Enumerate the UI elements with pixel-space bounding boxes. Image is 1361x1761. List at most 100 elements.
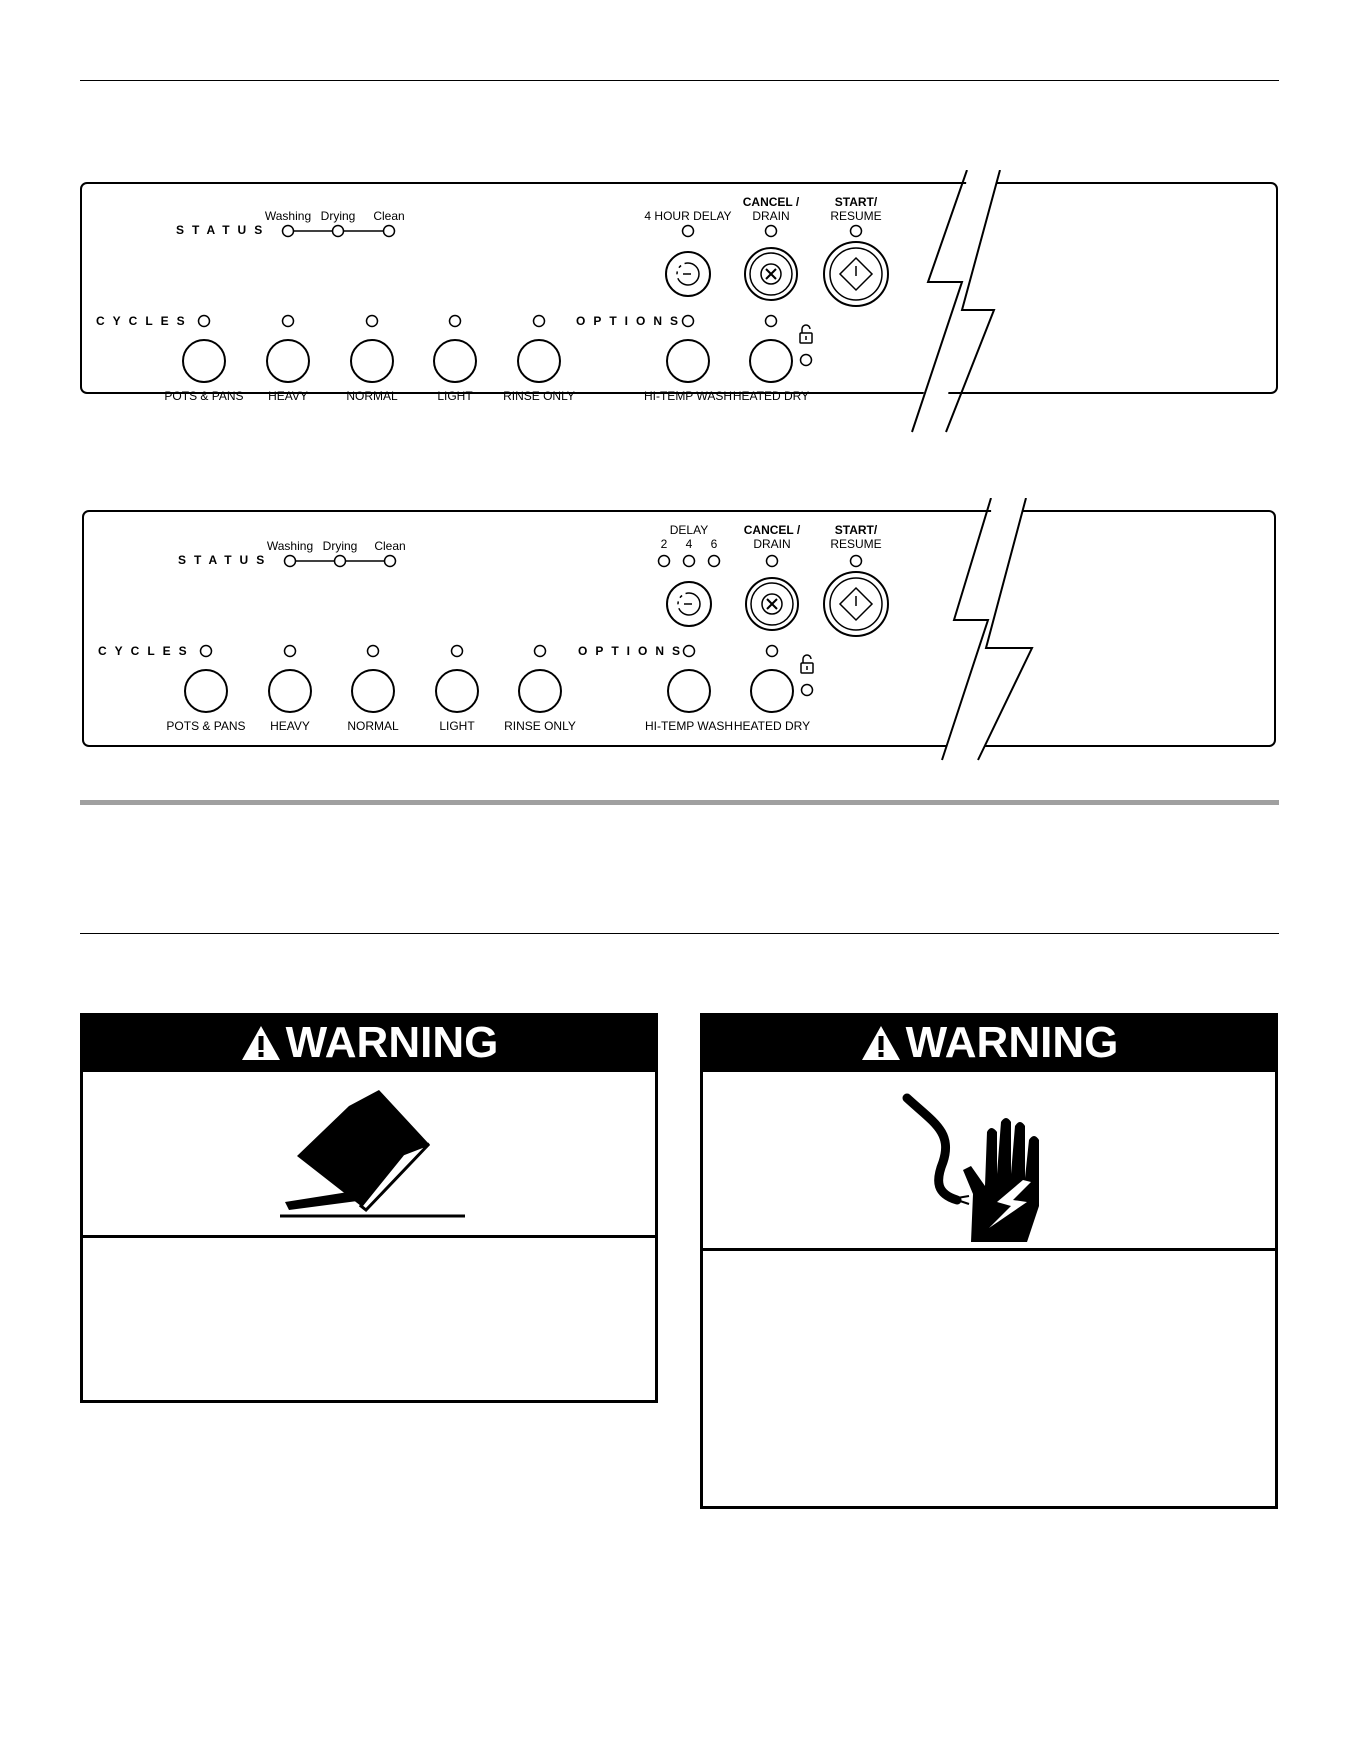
- svg-text:POTS & PANS: POTS & PANS: [164, 389, 243, 403]
- delay-label: 4 HOUR DELAY: [644, 209, 731, 223]
- svg-text:LIGHT: LIGHT: [437, 389, 473, 403]
- cycle-rinse-only[interactable]: RINSE ONLY: [503, 314, 575, 404]
- cancel-x-icon: [760, 263, 782, 285]
- option-heated-dry[interactable]: HEATED DRY: [734, 644, 810, 734]
- drain-label: DRAIN: [752, 209, 789, 223]
- svg-text:Drying: Drying: [321, 209, 356, 223]
- status-light-washing: Washing: [267, 539, 313, 568]
- warning-header: WARNING: [80, 1013, 658, 1072]
- start-label: START/: [835, 523, 878, 537]
- cycle-heavy[interactable]: HEAVY: [266, 314, 310, 404]
- warning-tip-over: WARNING: [80, 1013, 658, 1403]
- delay-hour-2: 2: [657, 537, 671, 568]
- svg-text:RINSE ONLY: RINSE ONLY: [503, 389, 575, 403]
- svg-text:Drying: Drying: [323, 539, 358, 553]
- svg-text:HEATED DRY: HEATED DRY: [734, 719, 810, 733]
- svg-text:4: 4: [686, 537, 693, 551]
- start-resume-button[interactable]: [823, 571, 889, 637]
- cycle-heavy[interactable]: HEAVY: [268, 644, 312, 734]
- options-label: OPTIONS: [578, 644, 688, 658]
- option-hi-temp-wash[interactable]: HI-TEMP WASH: [645, 644, 733, 734]
- cycle-normal[interactable]: NORMAL: [347, 644, 399, 734]
- break-line-left: [911, 170, 968, 433]
- svg-text:NORMAL: NORMAL: [346, 389, 398, 403]
- svg-text:Clean: Clean: [374, 539, 405, 553]
- warning-separator: [83, 1235, 655, 1238]
- lock-icon: [800, 654, 814, 674]
- break-line-right: [945, 170, 1001, 433]
- status-light-drying: Drying: [321, 209, 356, 238]
- lock-light: [799, 353, 813, 367]
- svg-text:HI-TEMP WASH: HI-TEMP WASH: [644, 389, 732, 403]
- warning-triangle-icon: [241, 1025, 280, 1060]
- svg-text:6: 6: [711, 537, 718, 551]
- lock-icon: [799, 324, 813, 344]
- start-label: START/: [835, 195, 878, 209]
- resume-label: RESUME: [830, 209, 881, 223]
- cycle-light[interactable]: LIGHT: [433, 314, 477, 404]
- warning-electrical-shock: WARNING: [700, 1013, 1278, 1509]
- delay-light: [681, 224, 695, 238]
- start-light: [849, 554, 863, 568]
- delay-hour-4: 4: [682, 537, 696, 568]
- svg-text:HEATED DRY: HEATED DRY: [733, 389, 809, 403]
- delay-button[interactable]: [666, 581, 712, 627]
- cycles-label: CYCLES: [98, 644, 195, 658]
- svg-text:2: 2: [661, 537, 668, 551]
- status-light-washing: Washing: [265, 209, 311, 238]
- options-label: OPTIONS: [576, 314, 686, 328]
- start-diamond-icon: [838, 586, 874, 622]
- svg-text:HEAVY: HEAVY: [268, 389, 308, 403]
- option-hi-temp-wash[interactable]: HI-TEMP WASH: [644, 314, 732, 404]
- svg-text:HEAVY: HEAVY: [270, 719, 310, 733]
- cycle-pots-pans[interactable]: POTS & PANS: [164, 314, 244, 404]
- status-light-drying: Drying: [323, 539, 358, 568]
- option-heated-dry[interactable]: HEATED DRY: [733, 314, 809, 404]
- panel-outline: [82, 510, 1276, 747]
- cancel-label: CANCEL /: [744, 523, 801, 537]
- cancel-x-icon: [761, 593, 783, 615]
- break-line-right: [977, 498, 1034, 761]
- svg-text:HI-TEMP WASH: HI-TEMP WASH: [645, 719, 733, 733]
- control-panel-1: STATUS Washing Drying Clean 4 HOUR DELAY…: [80, 170, 1278, 433]
- cycle-pots-pans[interactable]: POTS & PANS: [166, 644, 246, 734]
- status-label: STATUS: [178, 553, 272, 567]
- cycle-light[interactable]: LIGHT: [435, 644, 479, 734]
- cycles-label: CYCLES: [96, 314, 193, 328]
- warning-separator: [703, 1248, 1275, 1251]
- warning-title: WARNING: [285, 1017, 499, 1067]
- status-label: STATUS: [176, 223, 270, 237]
- svg-text:NORMAL: NORMAL: [347, 719, 399, 733]
- section-rule: [80, 933, 1279, 934]
- delay-label: DELAY: [670, 523, 708, 537]
- svg-text:Washing: Washing: [265, 209, 311, 223]
- status-light-clean: Clean: [373, 209, 405, 238]
- electrical-shock-icon: [902, 1093, 1039, 1242]
- control-panel-2: STATUS Washing Drying Clean DELAY 2 4 6 …: [82, 498, 1276, 761]
- warning-triangle-icon: [861, 1025, 900, 1060]
- top-rule: [80, 80, 1279, 81]
- cancel-light: [764, 224, 778, 238]
- start-light: [849, 224, 863, 238]
- cancel-drain-button[interactable]: [745, 577, 799, 631]
- delay-button[interactable]: [665, 251, 711, 297]
- status-light-clean: Clean: [374, 539, 406, 568]
- start-diamond-icon: [838, 256, 874, 292]
- start-resume-button[interactable]: [823, 241, 889, 307]
- lock-light: [800, 683, 814, 697]
- cycle-rinse-only[interactable]: RINSE ONLY: [504, 644, 576, 734]
- tip-over-icon: [280, 1090, 465, 1218]
- resume-label: RESUME: [830, 537, 881, 551]
- section-divider: [80, 800, 1279, 805]
- cancel-drain-button[interactable]: [744, 247, 798, 301]
- cancel-light: [765, 554, 779, 568]
- cycle-normal[interactable]: NORMAL: [346, 314, 398, 404]
- svg-text:POTS & PANS: POTS & PANS: [166, 719, 245, 733]
- svg-text:LIGHT: LIGHT: [439, 719, 475, 733]
- break-line-left: [941, 498, 992, 761]
- svg-text:Clean: Clean: [373, 209, 404, 223]
- warning-title: WARNING: [905, 1017, 1119, 1067]
- svg-text:RINSE ONLY: RINSE ONLY: [504, 719, 576, 733]
- drain-label: DRAIN: [753, 537, 790, 551]
- svg-text:Washing: Washing: [267, 539, 313, 553]
